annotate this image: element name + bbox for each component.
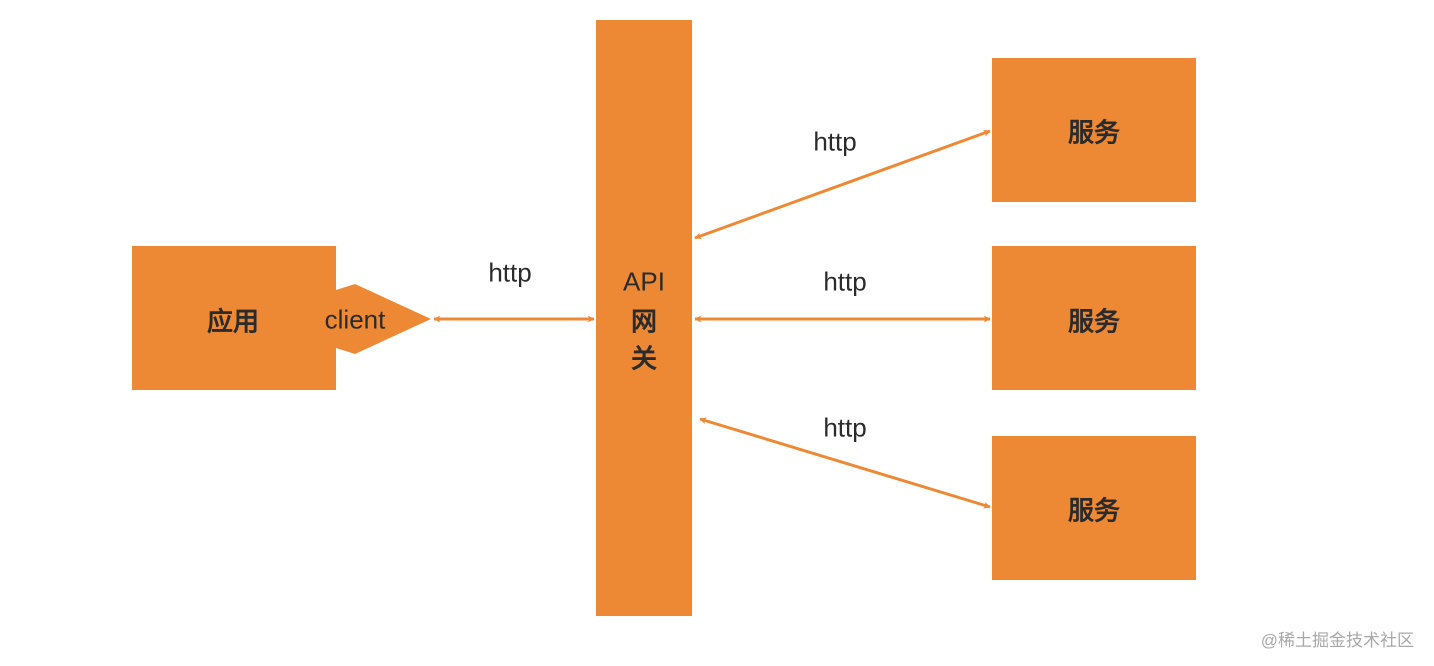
service-label-3: 服务 (1067, 495, 1121, 526)
service-box-3 (992, 436, 1196, 580)
service-label-1: 服务 (1067, 117, 1121, 148)
gateway-label-guan: 关 (630, 343, 658, 374)
http-label-service-3: http (823, 412, 867, 443)
app-label: 应用 (206, 306, 260, 337)
app-box (132, 246, 336, 390)
service-label-2: 服务 (1067, 306, 1121, 337)
watermark: @稀土掘金技术社区 (1260, 631, 1414, 650)
gateway-label-api: API (623, 266, 665, 297)
http-label-client: http (488, 257, 532, 288)
arrow-gateway-service-3 (699, 417, 991, 509)
client-label: client (324, 304, 386, 335)
http-label-service-2: http (823, 266, 867, 297)
service-box-2 (992, 246, 1196, 390)
gateway-label-wang: 网 (630, 306, 658, 337)
arrow-gateway-service-1 (694, 129, 991, 240)
service-box-1 (992, 58, 1196, 202)
http-label-service-1: http (813, 126, 857, 157)
client-diamond (336, 284, 431, 354)
gateway-box (596, 20, 692, 616)
